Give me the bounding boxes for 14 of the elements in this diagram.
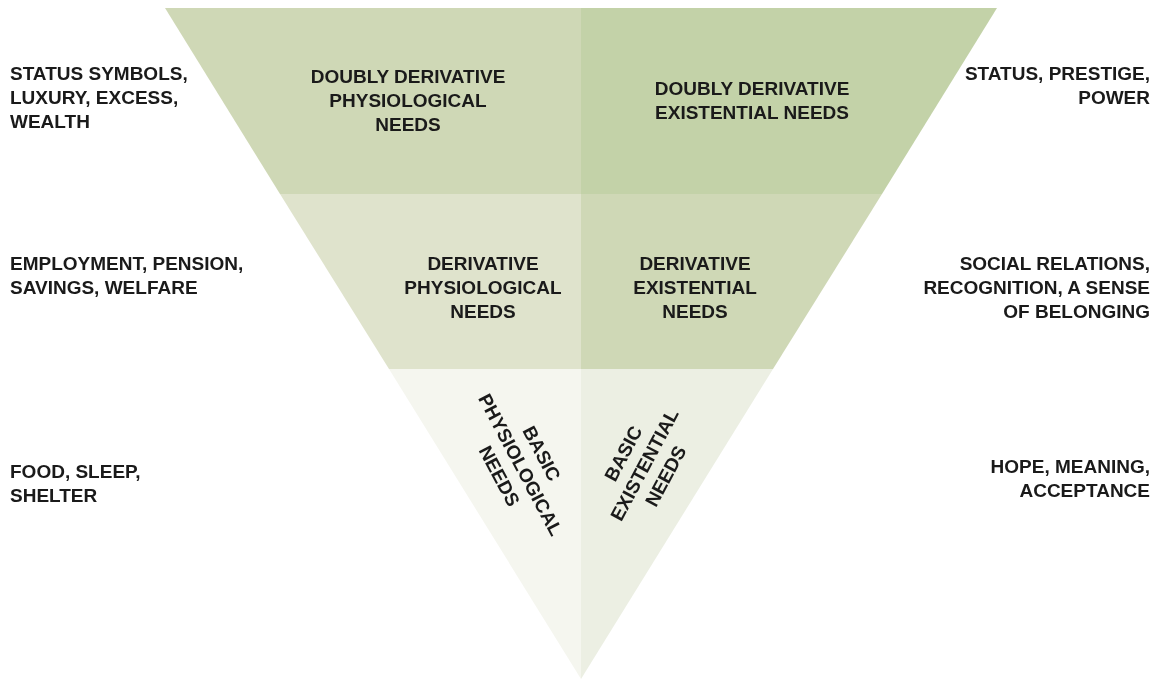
pyramid-segment (280, 194, 581, 369)
segment-label: DOUBLY DERIVATIVE PHYSIOLOGICAL NEEDS (309, 65, 507, 137)
example-list: FOOD, SLEEP, SHELTER (10, 460, 210, 508)
example-list: SOCIAL RELATIONS, RECOGNITION, A SENSE OF BELONGING (900, 252, 1150, 324)
example-list: EMPLOYMENT, PENSION, SAVINGS, WELFARE (10, 252, 250, 300)
pyramid-segment (389, 369, 581, 679)
example-list: STATUS SYMBOLS, LUXURY, EXCESS, WEALTH (10, 62, 210, 134)
segment-label: DERIVATIVE EXISTENTIAL NEEDS (632, 252, 758, 324)
example-list: STATUS, PRESTIGE, POWER (950, 62, 1150, 110)
example-list: HOPE, MEANING, ACCEPTANCE (950, 455, 1150, 503)
pyramid-segment (581, 194, 882, 369)
pyramid-segment (581, 369, 773, 679)
segment-label: DERIVATIVE PHYSIOLOGICAL NEEDS (403, 252, 563, 324)
segment-label: DOUBLY DERIVATIVE EXISTENTIAL NEEDS (653, 77, 851, 125)
